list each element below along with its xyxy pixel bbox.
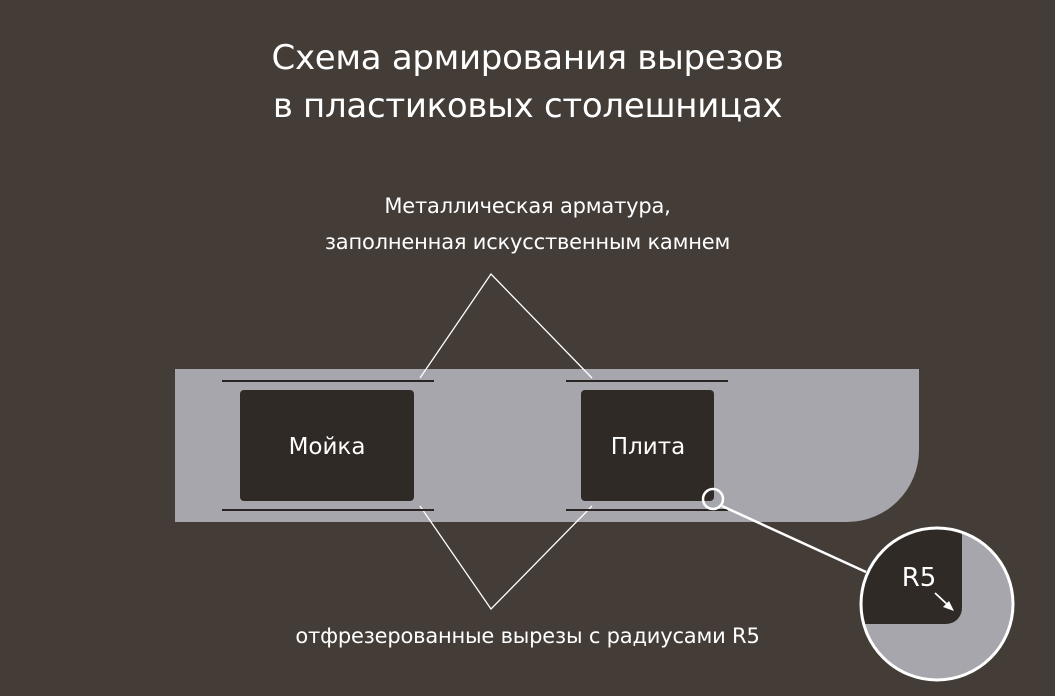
hob-cutout [581,390,714,501]
radius-arrow-head [943,601,954,611]
sink-cutout-label: Мойка [289,434,366,460]
detail-connector [721,504,867,574]
title-line-2: в пластиковых столешницах [272,86,783,126]
radius-label: R5 [902,563,937,593]
reinforcement-annotation: Металлическая арматура, заполненная иску… [0,188,1055,260]
reinforcement-annotation-line-1: Металлическая арматура, [384,194,671,218]
top-leader-lines [419,272,593,379]
bottom-leader-lines [419,505,593,611]
sink-cutout [240,390,414,501]
cutouts-annotation-text: отфрезерованные вырезы с радиусами R5 [295,624,760,648]
reinforcement-annotation-line-2: заполненная искусственным камнем [324,230,731,254]
corner-marker [701,487,725,511]
hob-cutout-label: Плита [611,434,685,460]
corner-detail-ring [859,526,1015,682]
corner-detail-zoom [861,528,1013,680]
title-line-1: Схема армирования вырезов [271,38,784,78]
diagram-title: Схема армирования вырезов в пластиковых … [0,34,1055,130]
cutouts-annotation: отфрезерованные вырезы с радиусами R5 [0,618,1055,654]
